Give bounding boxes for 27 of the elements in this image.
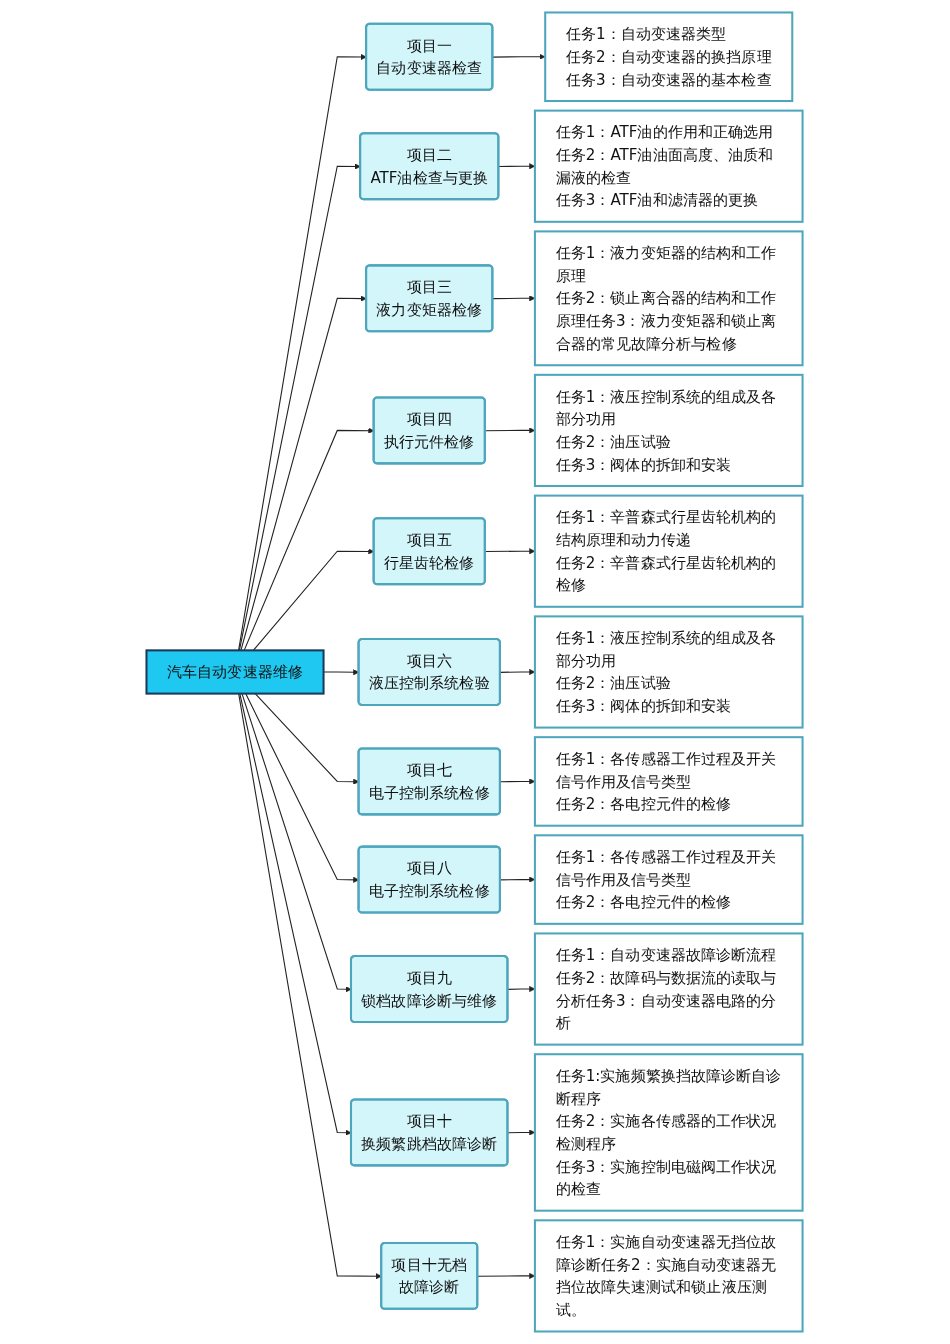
arrow (500, 778, 536, 785)
arrow (244, 427, 375, 651)
arrow (507, 1129, 536, 1136)
node-box: 任务1：自动变速器故障诊断流程任务2：故障码与数据流的读取与分析任务3：自动变速器电路的分析 (534, 932, 805, 1046)
arrow (485, 427, 536, 434)
node-box: 任务1：液力变矩器的结构和工作原理 任务2：锁止离合器的结构和工作原理任务3：液力变矩器和锁止离合器的常见故障分析与检修 (534, 230, 805, 367)
arrow (245, 693, 360, 883)
node-box: 任务1：液压控制系统的组成及各部分功用 任务2：油压试验 任务3：阀体的拆卸和安装 (534, 615, 805, 729)
arrow (498, 163, 536, 170)
node-box: 任务1：各传感器工作过程及开关信号作用及信号类型 任务2：各电控元件的检修 (534, 736, 805, 827)
node-box: 任务1：ATF油的作用和正确选用 任务2：ATF油油面高度、油质和漏液的检查 任务3：ATF油和滤清器的更换 (534, 109, 805, 223)
node-box: 任务1：各传感器工作过程及开关信号作用及信号类型 任务2：各电控元件的检修 (534, 834, 805, 925)
node-box: 任务1：实施自动变速器无挡位故障诊断任务2：实施自动变速器无挡位故障失速测试和锁止液压测试。 (534, 1219, 805, 1333)
node-box: 任务1：液压控制系统的组成及各部分功用 任务2：油压试验 任务3：阀体的拆卸和安装 (534, 373, 805, 488)
arrow (253, 548, 375, 651)
node-box: 任务1：辛普森式行星齿轮机构的结构原理和动力传递 任务2：辛普森式行星齿轮机构的检修 (534, 494, 805, 608)
arrow (500, 669, 536, 675)
arrow (477, 1272, 536, 1279)
node-box: 任务1：自动变速器类型 任务2：自动变速器的换挡原理 任务3：自动变速器的基本检查 (544, 11, 794, 103)
node-box: 任务1:实施频繁换挡故障诊断自诊断程序 任务2：实施各传感器的工作状况检测程序 任务3：实施控制电磁阀工作状况的检查 (534, 1053, 805, 1212)
arrow (492, 295, 536, 302)
node-box: 汽车自动变速器维修 (145, 649, 326, 695)
arrow (507, 986, 536, 993)
arrow (492, 53, 546, 60)
arrow (500, 876, 536, 883)
arrow (255, 693, 360, 785)
arrow (485, 548, 536, 555)
